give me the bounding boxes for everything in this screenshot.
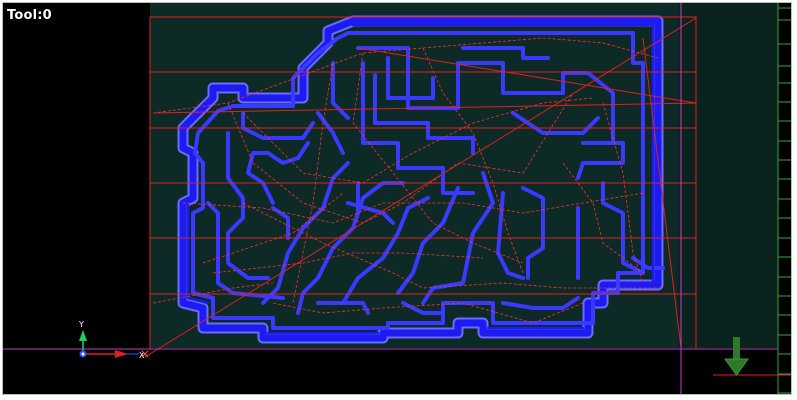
right-panel-area <box>678 3 778 348</box>
work-origin-marker <box>141 350 149 358</box>
toolpath-canvas[interactable]: Y X <box>3 3 792 395</box>
diagonal-moves <box>144 17 697 358</box>
cam-viewport[interactable]: Tool:0 <box>2 2 792 395</box>
xyz-axis-gizmo-icon: Y X <box>78 320 145 360</box>
machine-limits <box>3 3 778 394</box>
svg-text:X: X <box>139 351 145 360</box>
rapid-moves <box>152 37 663 324</box>
svg-text:Y: Y <box>78 320 84 329</box>
tool-label: Tool:0 <box>7 8 52 23</box>
pcb-board-area <box>150 3 678 348</box>
z-ruler <box>777 3 791 394</box>
pcb-traces <box>177 15 665 344</box>
z-axis-down-arrow-icon[interactable] <box>724 337 749 376</box>
